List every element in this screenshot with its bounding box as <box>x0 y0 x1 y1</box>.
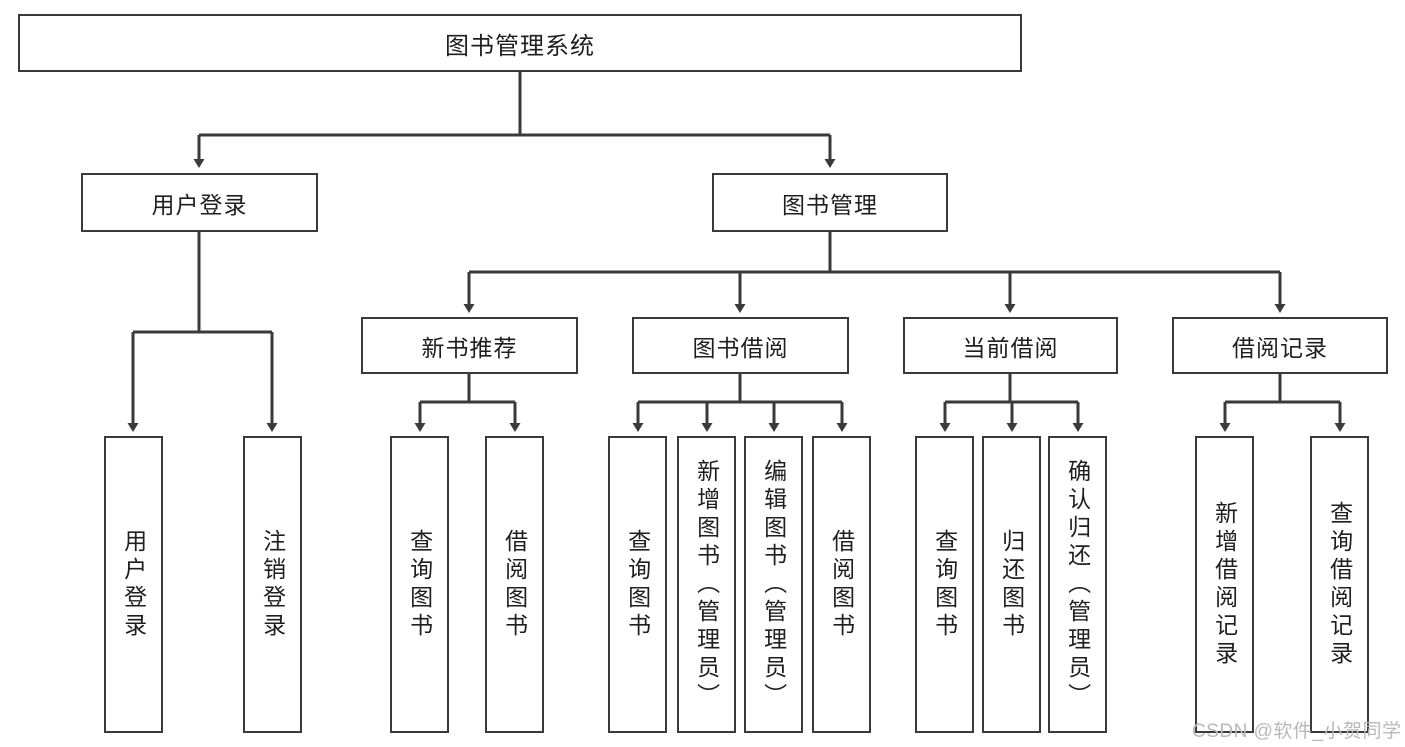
leaf-edit-book[interactable]: 编辑图书（管理员） <box>744 436 803 733</box>
node-label: 编辑图书（管理员） <box>760 458 787 711</box>
node-label: 图书借阅 <box>692 334 789 361</box>
node-label: 查询图书 <box>624 528 651 641</box>
leaf-return-book[interactable]: 归还图书 <box>982 436 1041 733</box>
node-label: 查询图书 <box>931 528 958 641</box>
node-book-borrow[interactable]: 图书借阅 <box>632 317 849 374</box>
node-user-login[interactable]: 用户登录 <box>81 173 318 232</box>
leaf-query-record[interactable]: 查询借阅记录 <box>1310 436 1369 733</box>
node-label: 归还图书 <box>998 528 1025 641</box>
leaf-logout-login[interactable]: 注销登录 <box>243 436 302 733</box>
leaf-user-login[interactable]: 用户登录 <box>104 436 163 733</box>
node-label: 图书管理系统 <box>445 32 595 60</box>
node-new-book-recommend[interactable]: 新书推荐 <box>361 317 578 374</box>
node-label: 新增借阅记录 <box>1211 500 1238 669</box>
leaf-confirm-return[interactable]: 确认归还（管理员） <box>1048 436 1107 733</box>
node-label: 查询借阅记录 <box>1326 500 1353 669</box>
node-borrow-record[interactable]: 借阅记录 <box>1172 317 1388 374</box>
node-label: 用户登录 <box>151 191 248 218</box>
node-label: 借阅记录 <box>1232 334 1328 361</box>
node-label: 新书推荐 <box>421 334 518 361</box>
leaf-add-book[interactable]: 新增图书（管理员） <box>677 436 736 733</box>
node-label: 新增图书（管理员） <box>693 458 720 711</box>
leaf-query-book-2[interactable]: 查询图书 <box>608 436 667 733</box>
leaf-query-book-3[interactable]: 查询图书 <box>915 436 974 733</box>
node-current-borrow[interactable]: 当前借阅 <box>903 317 1118 374</box>
node-book-management[interactable]: 图书管理 <box>712 173 948 232</box>
node-label: 查询图书 <box>406 528 433 641</box>
leaf-borrow-book-2[interactable]: 借阅图书 <box>812 436 871 733</box>
node-label: 借阅图书 <box>501 528 528 641</box>
node-label: 借阅图书 <box>828 528 855 641</box>
node-label: 图书管理 <box>782 191 878 218</box>
leaf-query-book-1[interactable]: 查询图书 <box>390 436 449 733</box>
node-label: 用户登录 <box>120 528 147 641</box>
watermark-credit: CSDN @软件_小贺同学 <box>1192 721 1402 742</box>
node-label: 注销登录 <box>259 528 286 641</box>
node-label: 确认归还（管理员） <box>1064 458 1091 711</box>
node-label: 当前借阅 <box>962 334 1059 361</box>
leaf-add-record[interactable]: 新增借阅记录 <box>1195 436 1254 733</box>
leaf-borrow-book-1[interactable]: 借阅图书 <box>485 436 544 733</box>
node-root-book-management-system[interactable]: 图书管理系统 <box>18 14 1022 72</box>
